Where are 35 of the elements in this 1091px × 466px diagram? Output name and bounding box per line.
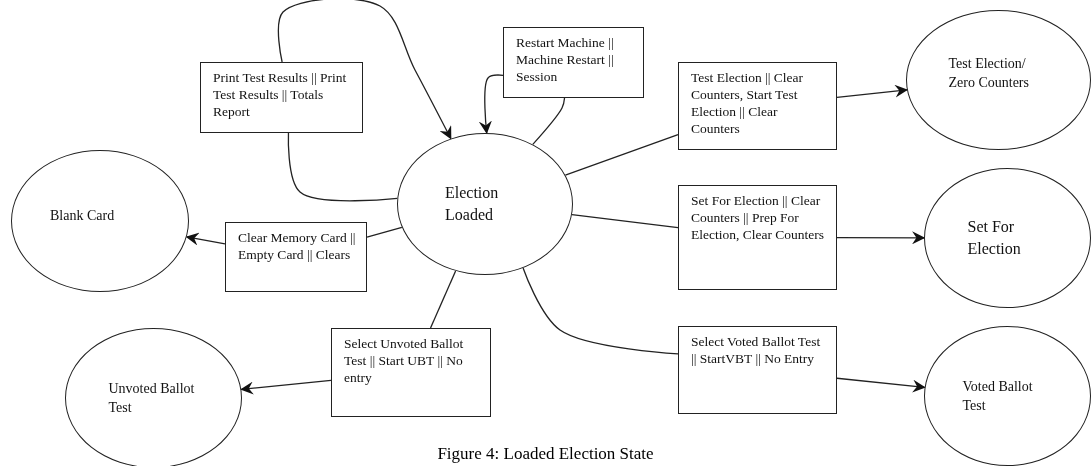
connector-line <box>564 133 679 176</box>
arrow <box>836 377 926 393</box>
arrow <box>836 84 908 99</box>
figure-caption: Figure 4: Loaded Election State <box>436 444 655 464</box>
arrow <box>185 232 226 246</box>
arrow <box>277 0 452 140</box>
connector-line <box>571 214 679 229</box>
transition-label: Select Voted Ballot Test || StartVBT || No Entry <box>691 333 822 367</box>
transition-box <box>225 222 367 292</box>
transition-box <box>678 185 837 290</box>
transition-label: Test Election || Clear Counters, Start Test Election || Clear Counters <box>691 69 805 137</box>
state-name: Unvoted Ballot Test <box>108 380 196 417</box>
state-name: Election Loaded <box>445 183 500 225</box>
transition-label: Clear Memory Card || Empty Card || Clears <box>238 229 357 263</box>
state-name: Blank Card <box>50 206 116 225</box>
transition-label: Set For Election || Clear Counters || Prep For Election, Clear Counters <box>691 192 826 243</box>
state-name: Set For Election <box>967 217 1022 259</box>
arrow <box>240 379 332 395</box>
state-name: Test Election/ Zero Counters <box>948 55 1030 92</box>
arrow <box>479 74 504 135</box>
transition-box <box>200 62 363 133</box>
transition-box <box>678 62 837 150</box>
transition-box <box>503 27 644 98</box>
state-name: Voted Ballot Test <box>962 378 1034 415</box>
connector-line <box>287 132 398 202</box>
transition-label: Restart Machine || Machine Restart || Session <box>516 34 615 85</box>
connector-line <box>366 226 403 238</box>
connector-line <box>532 97 566 146</box>
transition-box <box>678 326 837 414</box>
transition-box <box>331 328 491 417</box>
arrow <box>836 231 926 245</box>
transition-label: Select Unvoted Ballot Test || Start UBT || No entry <box>344 335 465 386</box>
connector-line <box>522 267 679 355</box>
transition-label: Print Test Results || Print Test Results || Totals Report <box>213 69 348 120</box>
connector-line <box>429 270 457 329</box>
